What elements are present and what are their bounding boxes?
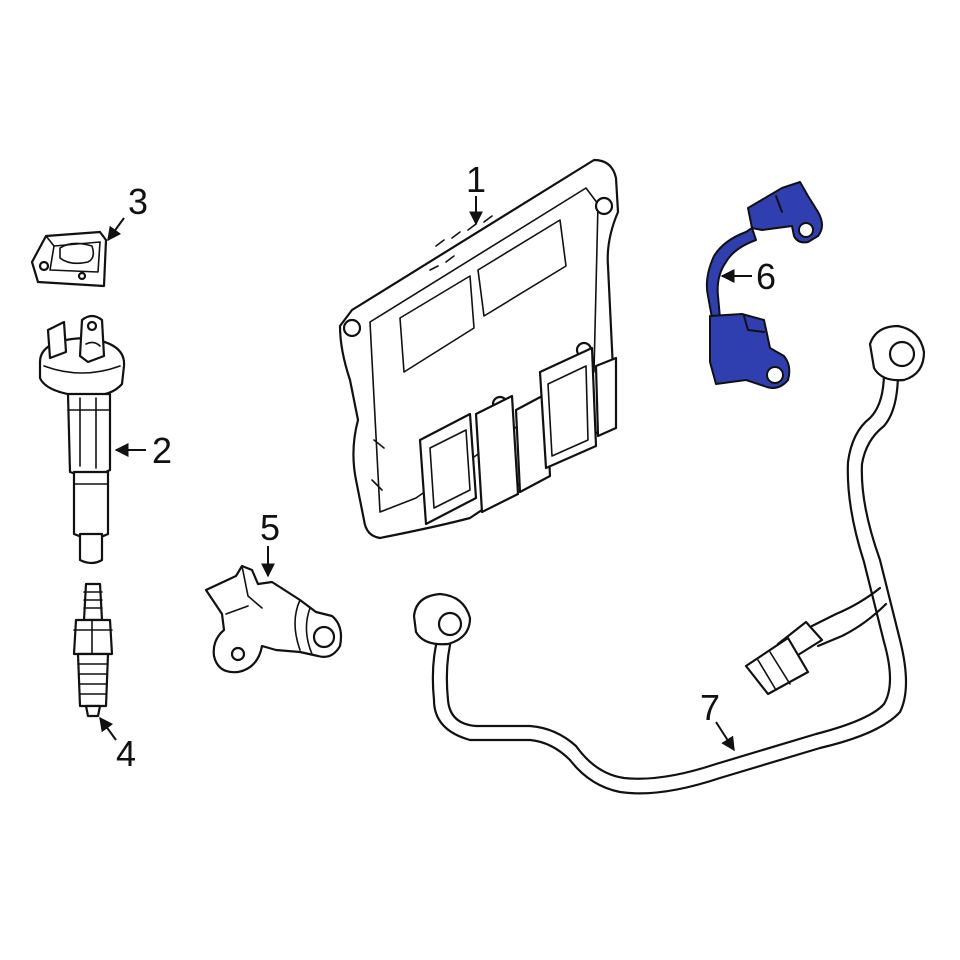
leader-3: [107, 217, 125, 242]
callout-5: 5: [260, 507, 280, 548]
part-5-cam-sensor[interactable]: [204, 564, 343, 674]
part-2-ignition-coil[interactable]: [38, 314, 126, 565]
callout-numbers: 1 2 3 4 5 6 7: [116, 159, 776, 774]
leader-4: [99, 716, 117, 741]
part-7-wiring-harness[interactable]: [412, 324, 926, 795]
part-4-spark-plug[interactable]: [72, 582, 114, 718]
leader-lines: [99, 196, 752, 752]
callout-7: 7: [700, 687, 720, 728]
part-6-highlighted-sensor[interactable]: [705, 181, 823, 389]
callout-1: 1: [466, 159, 486, 200]
callout-2: 2: [152, 430, 172, 471]
part-3-bracket[interactable]: [30, 230, 108, 288]
leader-7: [715, 721, 735, 752]
part-1-ecu-module[interactable]: [338, 158, 620, 540]
callout-6: 6: [756, 256, 776, 297]
callout-4: 4: [116, 733, 136, 774]
callout-3: 3: [128, 181, 148, 222]
